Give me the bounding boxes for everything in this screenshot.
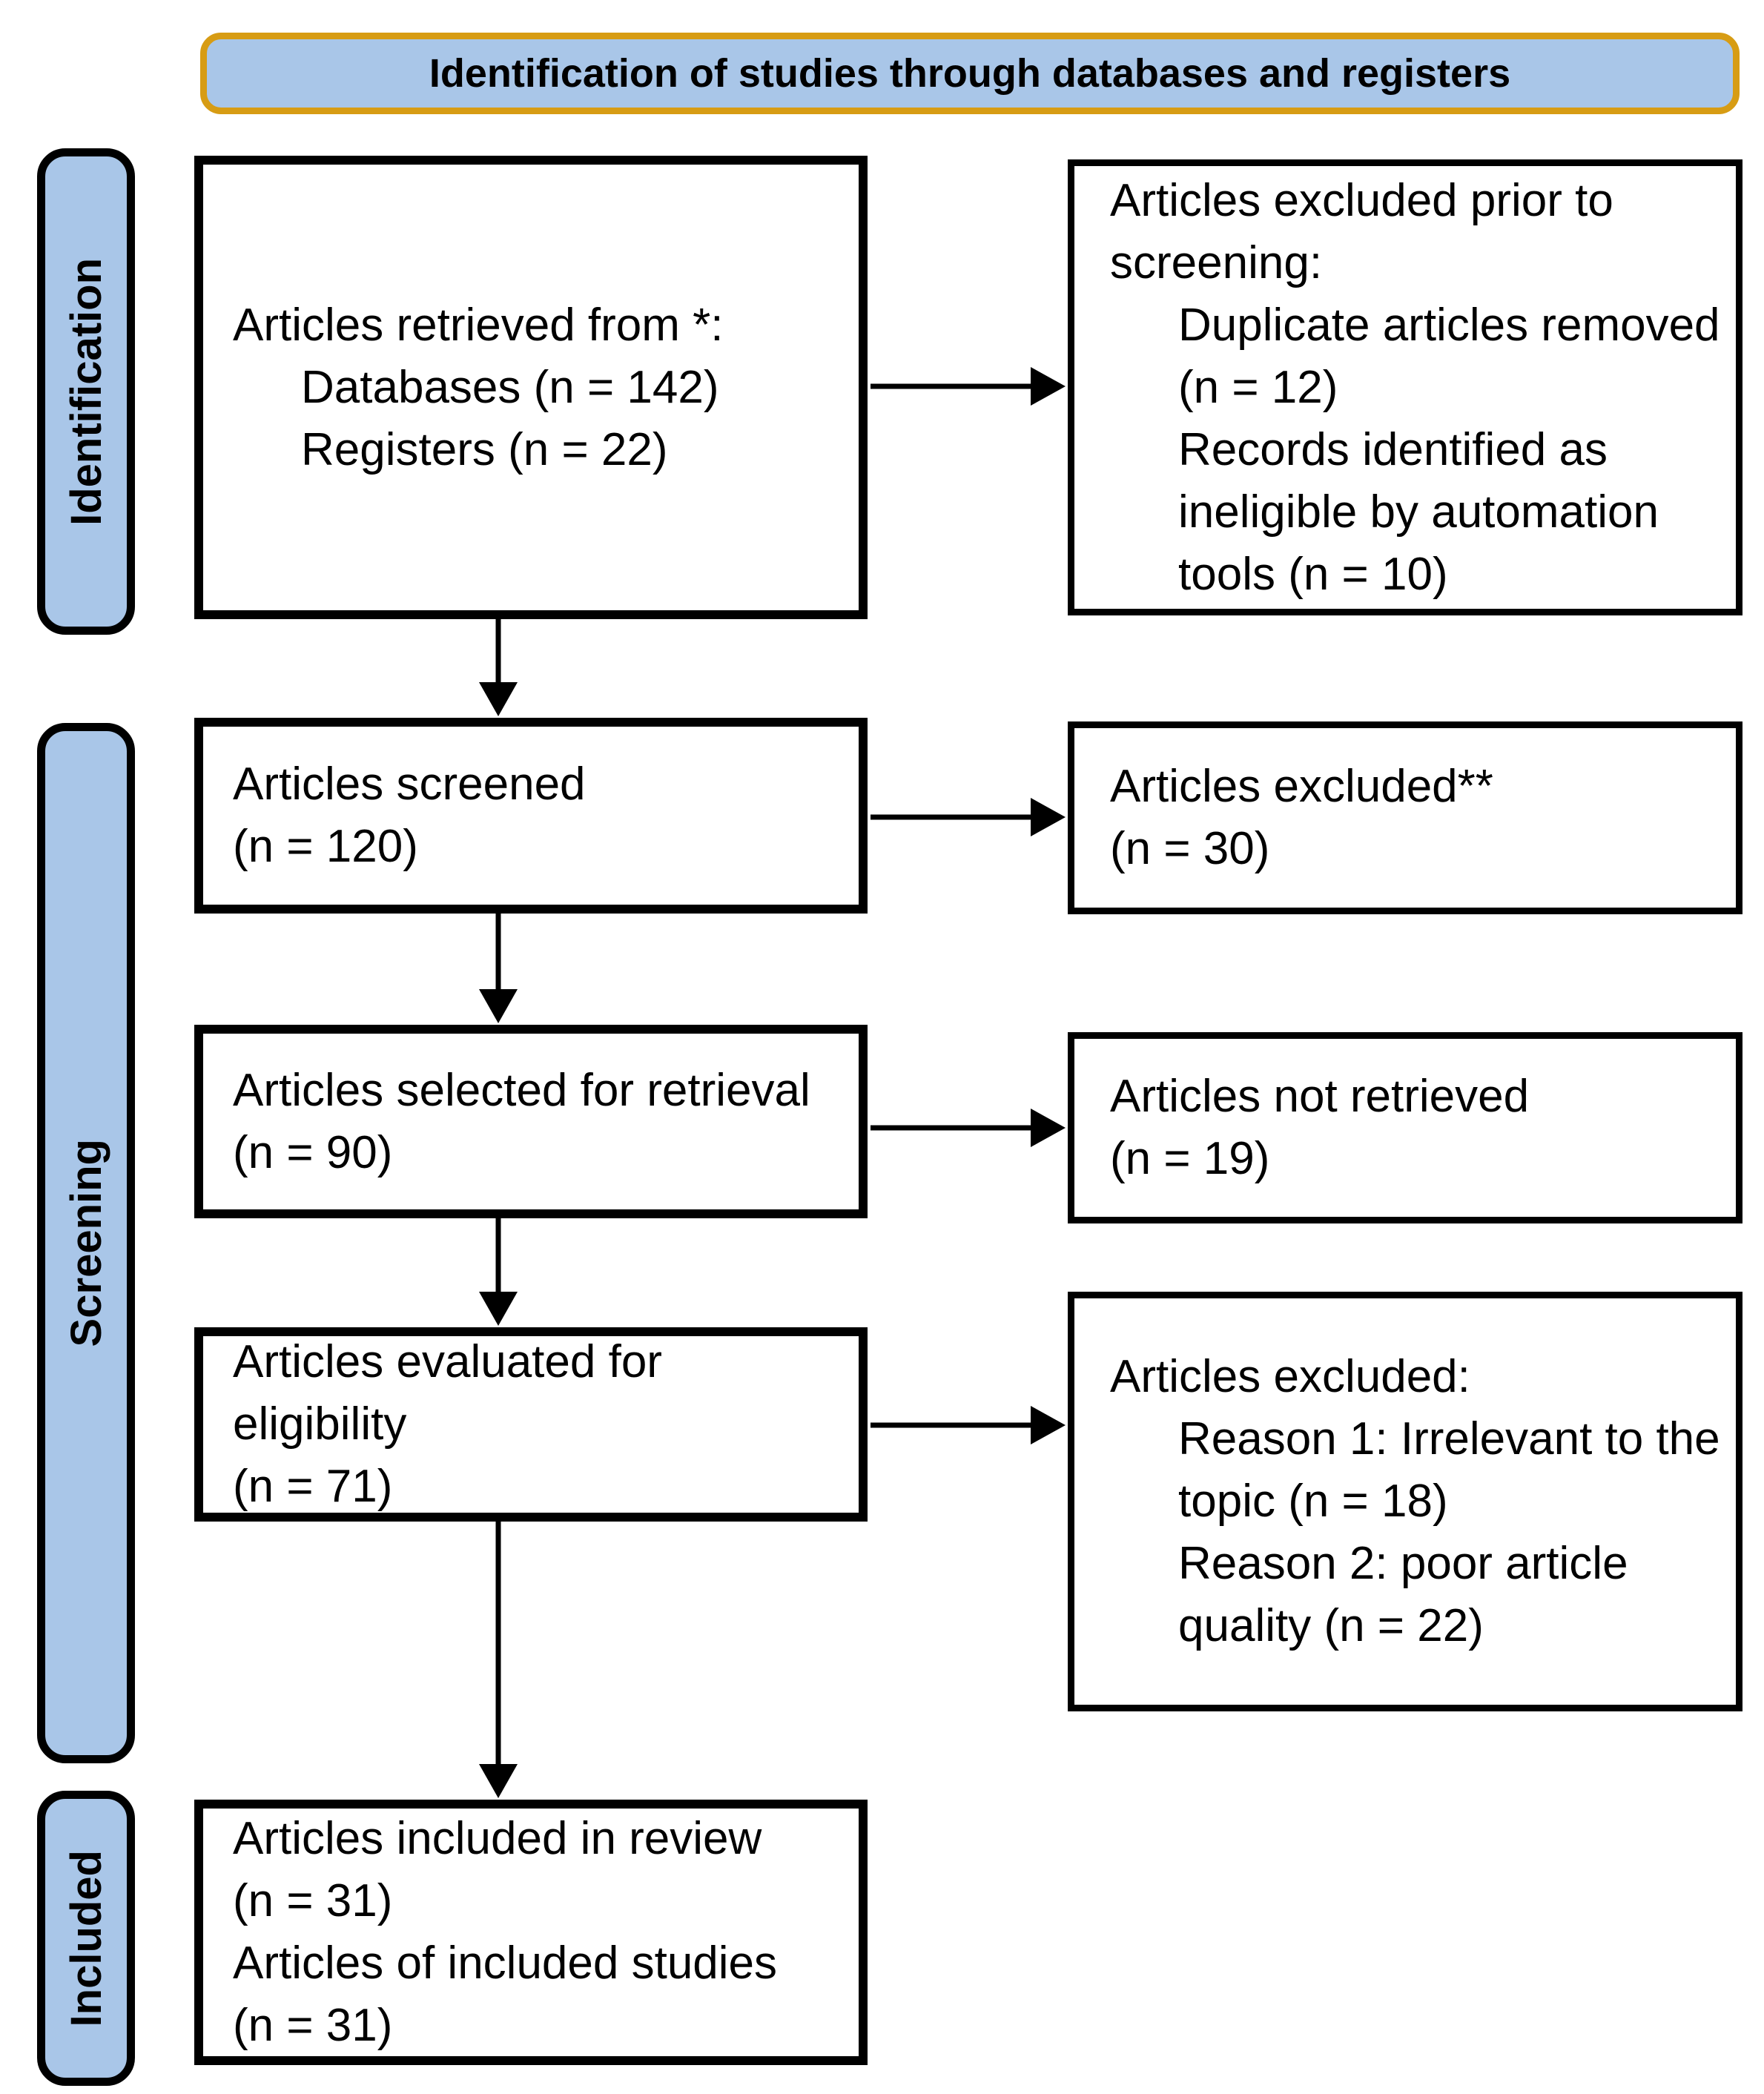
box-text-line: (n = 30) bbox=[1110, 823, 1270, 874]
box-text-line: (n = 120) bbox=[233, 821, 418, 872]
box-text-line: (n = 19) bbox=[1110, 1133, 1270, 1184]
box-text-line: (n = 71) bbox=[233, 1461, 393, 1512]
box-text-line: screening: bbox=[1110, 237, 1323, 288]
box-articles-retrieved: Articles retrieved from *: Databases (n … bbox=[194, 156, 868, 619]
box-text-line: Articles selected for retrieval bbox=[233, 1064, 810, 1116]
box-text-line: Records identified as bbox=[1178, 423, 1608, 475]
arrow-retrieved-to-screened bbox=[479, 619, 518, 716]
box-text-line: Articles not retrieved bbox=[1110, 1071, 1530, 1122]
arrow-screened-to-excluded bbox=[871, 798, 1066, 836]
box-text-line: tools (n = 10) bbox=[1178, 548, 1448, 600]
box-articles-selected-for-retrieval: Articles selected for retrieval (n = 90) bbox=[194, 1025, 868, 1218]
box-text-line: Articles excluded prior to bbox=[1110, 174, 1613, 226]
sidebar-item-identification-label: Identification bbox=[62, 257, 110, 526]
title-banner: Identification of studies through databa… bbox=[200, 33, 1740, 114]
arrow-screened-to-selected bbox=[479, 914, 518, 1023]
box-text-line: (n = 31) bbox=[233, 1875, 393, 1926]
sidebar-item-included-label: Included bbox=[62, 1849, 110, 2027]
arrow-evaluated-to-excluded-reasons bbox=[871, 1406, 1066, 1444]
box-articles-excluded-reasons: Articles excluded: Reason 1: Irrelevant … bbox=[1068, 1292, 1742, 1711]
sidebar-item-identification: Identification bbox=[37, 148, 135, 635]
box-text-line: Articles included in review bbox=[233, 1813, 762, 1864]
box-text-line: Reason 2: poor article bbox=[1178, 1538, 1628, 1589]
box-text-line: Articles of included studies bbox=[233, 1938, 778, 1989]
box-articles-evaluated-for-eligibility: Articles evaluated for eligibility (n = … bbox=[194, 1327, 868, 1522]
arrow-selected-to-evaluated bbox=[479, 1218, 518, 1326]
arrow-selected-to-not-retrieved bbox=[871, 1109, 1066, 1147]
box-articles-screened: Articles screened (n = 120) bbox=[194, 718, 868, 914]
box-text-line: topic (n = 18) bbox=[1178, 1476, 1448, 1527]
box-articles-not-retrieved: Articles not retrieved (n = 19) bbox=[1068, 1032, 1742, 1223]
box-articles-excluded-prior-to-screening: Articles excluded prior to screening: Du… bbox=[1068, 159, 1742, 615]
box-text-line: (n = 31) bbox=[233, 2000, 393, 2051]
arrow-evaluated-to-included bbox=[479, 1522, 518, 1798]
box-text-line: eligibility bbox=[233, 1398, 407, 1450]
box-text-line: Databases (n = 142) bbox=[301, 361, 719, 413]
sidebar-item-screening-label: Screening bbox=[62, 1139, 110, 1347]
box-text-line: ineligible by automation bbox=[1178, 486, 1659, 538]
box-text-line: (n = 12) bbox=[1178, 361, 1338, 413]
box-text-line: Articles excluded: bbox=[1110, 1351, 1470, 1402]
box-text-line: Articles evaluated for bbox=[233, 1336, 662, 1387]
box-text-line: quality (n = 22) bbox=[1178, 1600, 1484, 1651]
sidebar-item-screening: Screening bbox=[37, 723, 135, 1763]
box-text-line: Articles excluded** bbox=[1110, 761, 1493, 812]
box-text-line: (n = 90) bbox=[233, 1126, 393, 1178]
box-text-line: Registers (n = 22) bbox=[301, 423, 668, 475]
title-banner-label: Identification of studies through databa… bbox=[429, 51, 1511, 96]
arrow-retrieved-to-excluded-prior bbox=[871, 367, 1066, 406]
box-articles-included: Articles included in review (n = 31) Art… bbox=[194, 1800, 868, 2065]
box-text-line: Articles retrieved from *: bbox=[233, 299, 724, 351]
sidebar-item-included: Included bbox=[37, 1791, 135, 2086]
box-text-line: Duplicate articles removed bbox=[1178, 299, 1720, 351]
box-articles-excluded: Articles excluded** (n = 30) bbox=[1068, 721, 1742, 914]
box-text-line: Reason 1: Irrelevant to the bbox=[1178, 1413, 1720, 1464]
box-text-line: Articles screened bbox=[233, 759, 586, 810]
